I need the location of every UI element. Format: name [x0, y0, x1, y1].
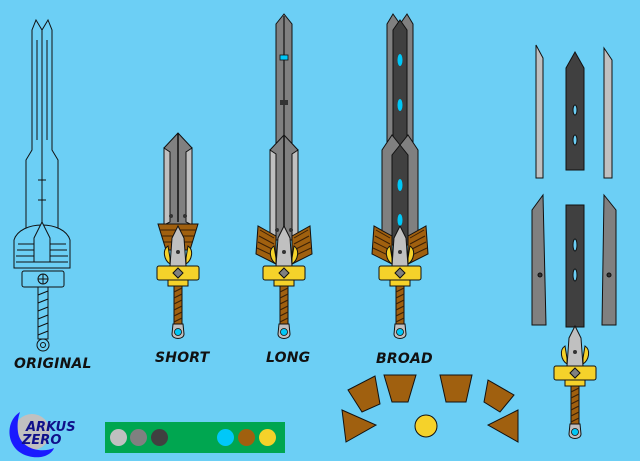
- sword-short: [156, 132, 200, 339]
- color-palette: [105, 422, 285, 453]
- logo-line2: ZERO: [22, 433, 62, 448]
- swatch-dark-grey: [151, 429, 168, 446]
- guard-pieces: [341, 374, 519, 443]
- swatch-cyan: [217, 429, 234, 446]
- sword-original: [13, 18, 71, 352]
- label-broad: BROAD: [376, 351, 433, 367]
- sword-broad: [371, 13, 429, 339]
- swatch-light-grey: [110, 429, 127, 446]
- label-long: LONG: [266, 350, 311, 366]
- swatch-grey: [130, 429, 147, 446]
- logo-line1: ARKUS: [26, 420, 76, 435]
- blade-parts: [531, 44, 617, 328]
- label-short: SHORT: [155, 350, 210, 366]
- hilt-part: [553, 325, 597, 439]
- label-original: ORIGINAL: [14, 356, 92, 372]
- swatch-brown: [238, 429, 255, 446]
- sword-long: [255, 13, 313, 339]
- moon-logo-icon: [9, 412, 55, 458]
- arkus-zero-logo: ARKUS ZERO: [4, 410, 84, 460]
- swatch-yellow: [259, 429, 276, 446]
